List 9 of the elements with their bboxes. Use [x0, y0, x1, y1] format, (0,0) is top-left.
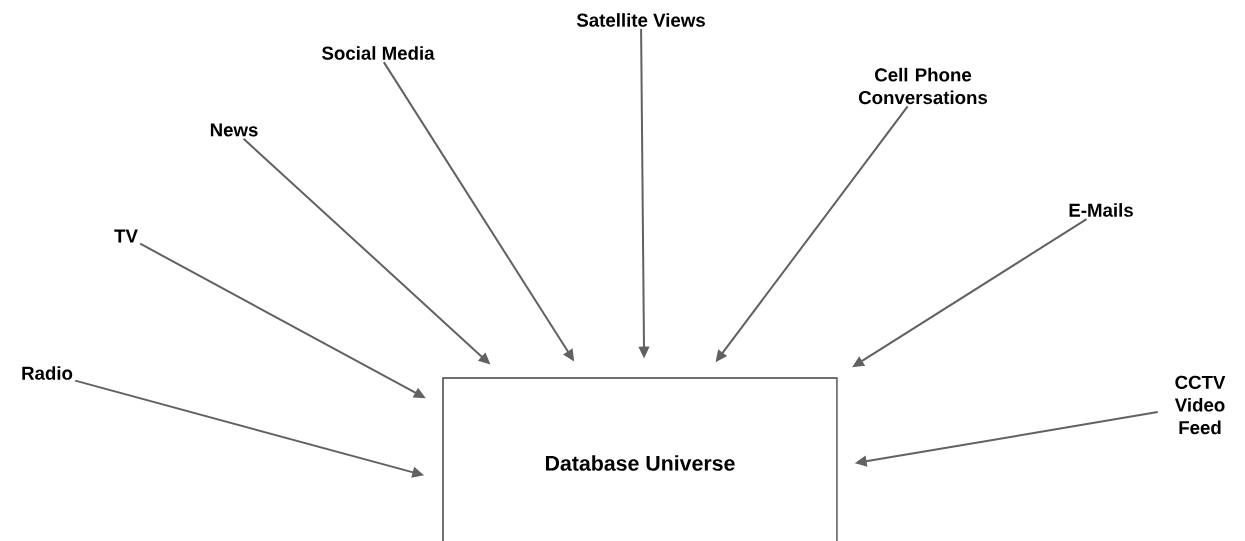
source-label: Radio: [22, 366, 73, 380]
source-label: Cell Phone Conversations: [858, 67, 988, 105]
source-label: Social Media: [322, 46, 435, 60]
source-label: Satellite Views: [576, 13, 705, 27]
source-label: CCTV Video Feed: [1174, 375, 1226, 435]
database-box: Database Universe: [442, 377, 838, 541]
source-label: News: [210, 123, 258, 137]
source-label: E-Mails: [1069, 203, 1133, 217]
source-label: TV: [114, 229, 138, 243]
